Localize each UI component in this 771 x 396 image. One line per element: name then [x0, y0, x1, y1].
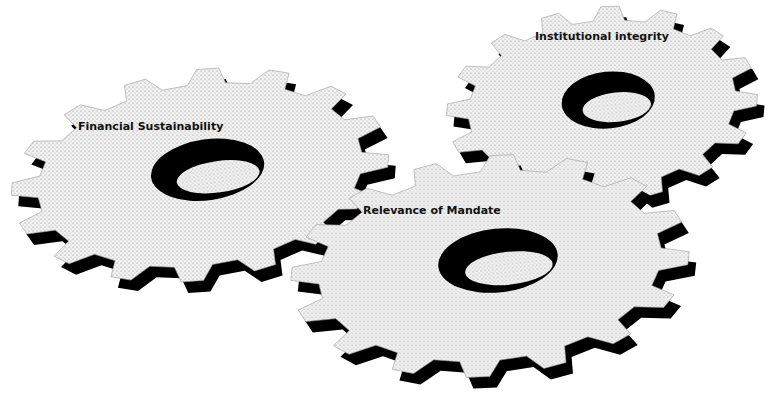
gear-label: Relevance of Mandate [363, 204, 501, 217]
gear-hole-inner [581, 89, 652, 125]
gear-hole [559, 67, 658, 133]
gear-drawing [283, 148, 713, 396]
gear-hole-inner [175, 155, 262, 198]
gear-face [291, 155, 689, 378]
gear: Relevance of Mandate [283, 148, 713, 396]
gear-label: Institutional integrity [535, 30, 669, 43]
gear-hole-inner [463, 247, 554, 289]
gear-label: Financial Sustainability [78, 120, 223, 133]
gear-hole [147, 132, 268, 208]
gear-hole [435, 223, 561, 299]
